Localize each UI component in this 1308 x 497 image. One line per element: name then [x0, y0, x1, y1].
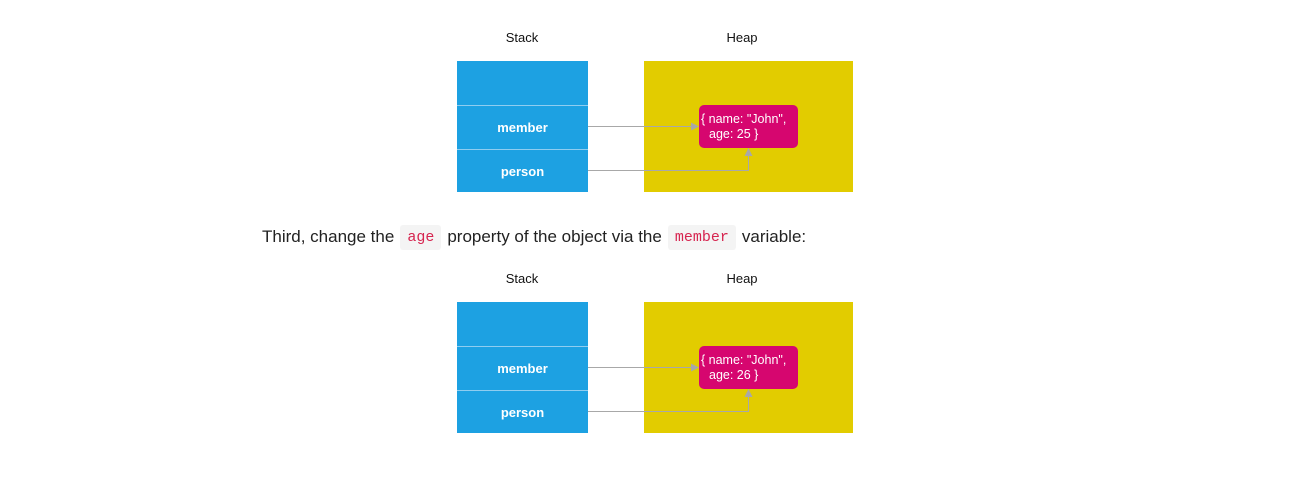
stack-cell-person: person: [457, 149, 588, 193]
stack-title: Stack: [505, 30, 539, 45]
explanation-paragraph: Third, change the age property of the ob…: [262, 222, 806, 252]
reference-arrows: [588, 122, 753, 171]
memory-diagram-before: Stack Heap member person { name: "John",…: [440, 22, 870, 202]
memory-diagram-after: Stack Heap member person { name: "John",…: [440, 263, 870, 443]
paragraph-text-2: property of the object via the: [447, 227, 662, 246]
stack-box: member person: [457, 302, 588, 433]
heap-title: Heap: [726, 271, 758, 286]
reference-arrows: [588, 363, 753, 412]
heap-object: { name: "John", age: 26 }: [699, 346, 798, 389]
paragraph-text-3: variable:: [741, 227, 807, 246]
person-reference-arrow: [588, 148, 753, 171]
heap-title: Heap: [726, 30, 758, 45]
stack-box: member person: [457, 61, 588, 192]
heap-object-line-2: age: 25 }: [709, 127, 759, 141]
stack-cell-person: person: [457, 390, 588, 434]
inline-code-member: member: [667, 224, 736, 250]
heap-object-line-1: { name: "John",: [701, 353, 787, 367]
stack-title: Stack: [505, 271, 539, 286]
heap-object-line-1: { name: "John",: [701, 112, 787, 126]
heap-object: { name: "John", age: 25 }: [699, 105, 798, 148]
stack-cell-member: member: [457, 346, 588, 390]
person-reference-arrow: [588, 389, 753, 412]
heap-object-line-2: age: 26 }: [709, 368, 759, 382]
stack-cell-member: member: [457, 105, 588, 149]
inline-code-age: age: [400, 224, 442, 250]
paragraph-text-1: Third, change the: [262, 227, 395, 246]
